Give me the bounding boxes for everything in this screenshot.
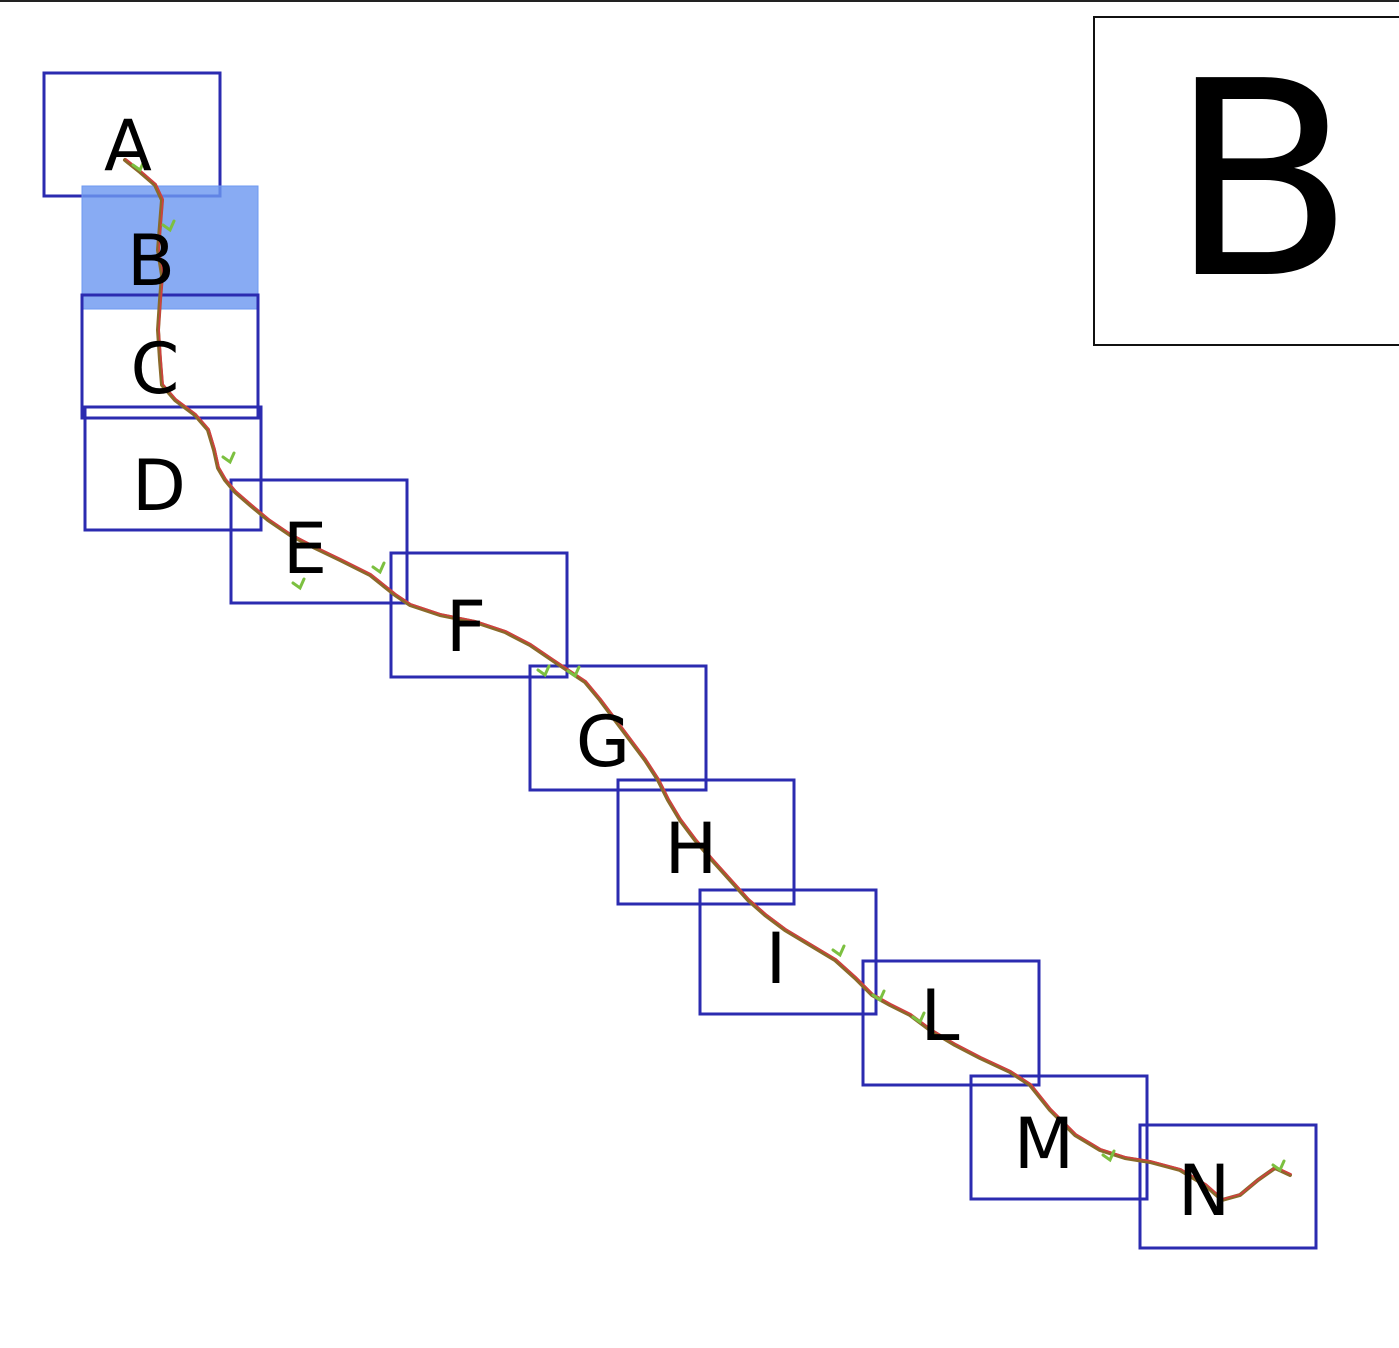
track-branch-mark — [221, 451, 236, 465]
track-branch-mark — [371, 561, 386, 575]
frame-label-f: F — [446, 586, 486, 668]
track-path-accent — [125, 158, 1292, 1200]
track-branch-mark — [871, 989, 886, 1003]
frame-box-e — [229, 478, 409, 605]
track-branch-mark — [1101, 1149, 1116, 1163]
track-branch-mark — [536, 664, 551, 678]
track-branch-mark — [831, 944, 846, 958]
frames-layer — [42, 71, 1318, 1250]
frame-box-n — [1138, 1123, 1318, 1250]
frame-label-c: C — [131, 328, 180, 410]
frame-label-a: A — [104, 105, 152, 187]
frame-box-f — [389, 551, 569, 679]
track-layer — [123, 158, 1292, 1202]
frame-label-m: M — [1014, 1103, 1074, 1185]
track-path — [123, 158, 1292, 1202]
frame-box-l — [861, 959, 1041, 1087]
frame-box-d — [83, 405, 263, 532]
frame-box-i — [698, 888, 878, 1016]
frame-label-h: H — [665, 808, 718, 890]
frame-label-n: N — [1178, 1150, 1230, 1232]
frame-label-b: B — [127, 220, 175, 302]
frame-label-e: E — [283, 508, 327, 590]
panel-label-box: B — [1093, 16, 1399, 346]
top-rule — [0, 0, 1399, 2]
frame-label-l: L — [921, 975, 960, 1057]
frame-label-g: G — [576, 701, 630, 783]
frame-box-b — [81, 185, 259, 310]
track-branch-mark — [291, 577, 306, 591]
track-branch-mark — [131, 159, 146, 173]
frame-box-h — [616, 778, 796, 906]
track-branch-mark — [566, 665, 581, 679]
panel-label: B — [1169, 23, 1355, 338]
frame-label-i: I — [766, 918, 787, 1000]
track-branch-mark — [161, 219, 176, 233]
frame-label-d: D — [132, 445, 186, 527]
track-branch-mark — [1271, 1159, 1286, 1173]
frame-box-m — [969, 1074, 1149, 1201]
track-branch-mark — [911, 1011, 926, 1025]
frame-box-c — [80, 293, 260, 420]
track-marks — [131, 159, 1286, 1173]
